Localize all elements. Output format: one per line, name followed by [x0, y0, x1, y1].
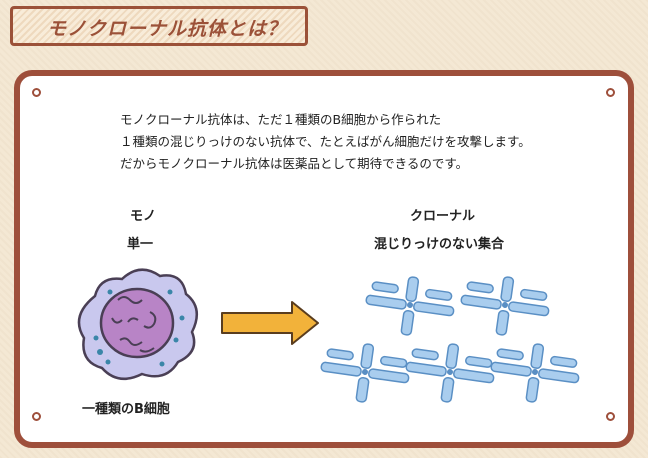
antibody-5	[486, 337, 584, 409]
antibody-1	[361, 270, 459, 342]
rivet-bottom-right	[606, 412, 615, 421]
antibody-3	[316, 337, 414, 409]
rivet-bottom-left	[32, 412, 41, 421]
antibody-2	[456, 270, 554, 342]
page-title: モノクローナル抗体とは？	[47, 18, 288, 40]
nucleus-squiggles	[111, 296, 157, 353]
b-cell-nucleus	[99, 287, 175, 359]
cell-caption: 一種類のB細胞	[82, 402, 170, 417]
rivet-top-left	[32, 88, 41, 97]
description-line-3: だからモノクローナル抗体は医薬品として期待できるのです。	[120, 156, 469, 171]
b-cell-illustration	[77, 268, 199, 381]
clonal-meaning: 混じりっけのない集合	[374, 237, 505, 252]
antibody-4	[401, 337, 499, 409]
title-banner: モノクローナル抗体とは？	[10, 6, 308, 46]
clonal-word: クローナル	[410, 209, 476, 224]
cell-dots	[93, 289, 185, 367]
mono-meaning: 単一	[127, 237, 154, 252]
antibody-cluster	[316, 270, 584, 409]
right-arrow-icon	[221, 301, 319, 345]
description-line-1: モノクローナル抗体は、ただ１種類のB細胞から作られた	[120, 112, 442, 127]
description-line-2: １種類の混じりっけのない抗体で、たとえばがん細胞だけを攻撃します。	[120, 134, 531, 149]
mono-word: モノ	[130, 209, 157, 224]
rivet-top-right	[606, 88, 615, 97]
